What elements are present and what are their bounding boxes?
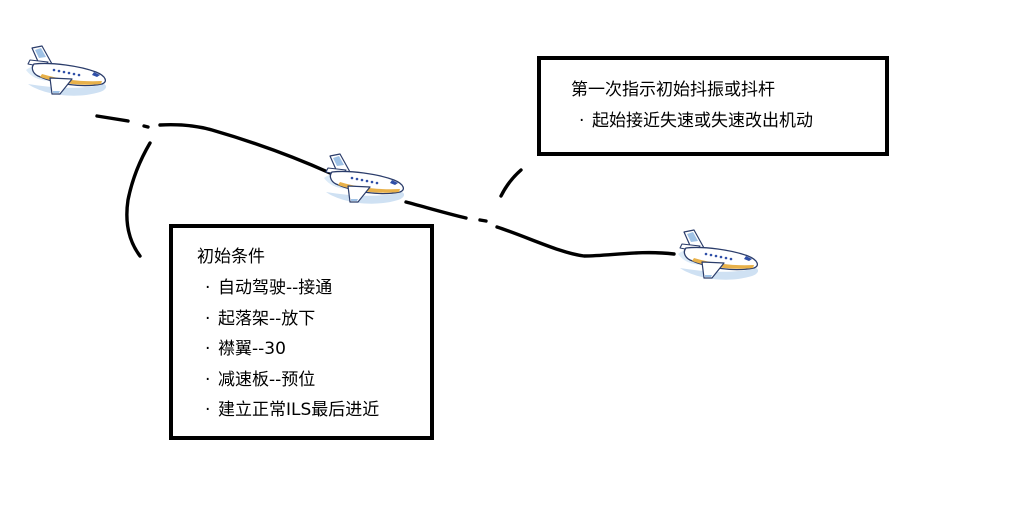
airplane-icon xyxy=(677,229,759,281)
flight-path-dot xyxy=(142,124,150,129)
flight-path-segment xyxy=(95,114,130,123)
leader-line-first-indication xyxy=(499,168,523,198)
list-item: 自动驾驶--接通 xyxy=(205,273,430,304)
list-item: 减速板--预位 xyxy=(205,365,430,396)
airplane-icon xyxy=(323,153,405,205)
airplane-icon xyxy=(25,45,107,97)
first-indication-title: 第一次指示初始抖振或抖杆 xyxy=(571,80,775,100)
initial-conditions-list: 自动驾驶--接通 起落架--放下 襟翼--30 减速板--预位 建立正常ILS最… xyxy=(197,273,430,426)
flight-path-segment xyxy=(495,225,676,258)
list-item: 起落架--放下 xyxy=(205,304,430,335)
flight-path-segment xyxy=(404,200,468,220)
leader-line-initial-conditions xyxy=(125,141,152,258)
initial-conditions-title: 初始条件 xyxy=(197,247,265,267)
initial-conditions-box: 初始条件 自动驾驶--接通 起落架--放下 襟翼--30 减速板--预位 建立正… xyxy=(169,224,434,440)
list-item: 起始接近失速或失速改出机动 xyxy=(579,106,885,137)
first-indication-box: 第一次指示初始抖振或抖杆 起始接近失速或失速改出机动 xyxy=(537,56,889,156)
list-item: 襟翼--30 xyxy=(205,334,430,365)
list-item: 建立正常ILS最后进近 xyxy=(205,395,430,426)
first-indication-list: 起始接近失速或失速改出机动 xyxy=(571,106,885,137)
flight-path-segment xyxy=(158,123,332,175)
flight-path-dot xyxy=(478,218,488,223)
